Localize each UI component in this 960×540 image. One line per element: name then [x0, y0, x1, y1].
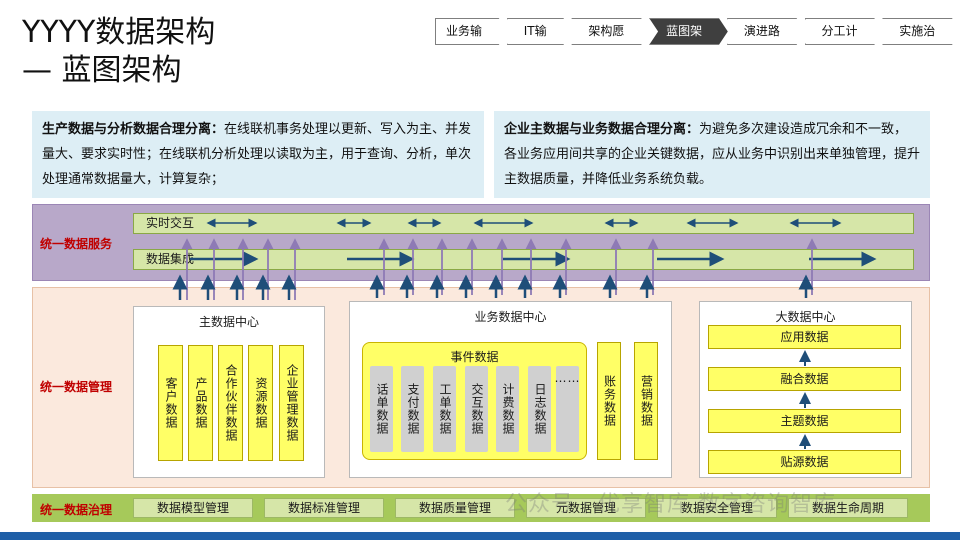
bigdata-item-subject: 主题数据 [708, 409, 901, 433]
bigdata-item-application: 应用数据 [708, 325, 901, 349]
business-item-accounting: 账务数据 [597, 342, 621, 460]
nav-step-blueprint[interactable]: 蓝图架构 [649, 18, 728, 45]
master-item-partner: 合作伙伴数据 [218, 345, 243, 461]
business-item-marketing: 营销数据 [634, 342, 658, 460]
event-item-billing: 计费数据 [496, 366, 519, 452]
event-item-log: 日志数据 [528, 366, 551, 452]
event-data-title: 事件数据 [450, 350, 499, 364]
title-line1: YYYY数据架构 [22, 15, 216, 50]
gov-item-model: 数据模型管理 [133, 498, 253, 518]
nav-step-it-input[interactable]: IT输入 [507, 18, 573, 45]
principle-left-text: 在线联机事务处理以更新、写入为主、并发量大、要求实时性；在线联机分析处理以读取为… [42, 122, 472, 187]
principle-right-text: 为避免多次建设造成冗余和不一致，各业务应用间共享的企业关键数据，应从业务中识别出… [504, 122, 921, 187]
vertical-integration-arrows [172, 274, 814, 300]
master-data-title: 主数据中心 [198, 315, 259, 329]
master-item-product: 产品数据 [188, 345, 213, 461]
management-label: 统一数据管理 [40, 380, 113, 394]
bigdata-title: 大数据中心 [775, 310, 836, 324]
service-label: 统一数据服务 [40, 237, 113, 251]
bottom-rule [0, 532, 960, 540]
principle-right-heading: 企业主数据与业务数据合理分离： [504, 122, 700, 137]
business-data-title: 业务数据中心 [474, 310, 547, 324]
principle-left: 生产数据与分析数据合理分离：在线联机事务处理以更新、写入为主、并发量大、要求实时… [32, 111, 484, 198]
master-item-resource: 资源数据 [248, 345, 273, 461]
integration-label: 数据集成 [146, 252, 195, 266]
governance-label: 统一数据治理 [40, 503, 113, 517]
nav-step-roadmap[interactable]: 演进路线 [727, 18, 806, 45]
gov-item-metadata: 元数据管理 [526, 498, 646, 518]
master-item-enterprise: 企业管理数据 [279, 345, 304, 461]
title-line2: — 蓝图架构 [22, 53, 182, 88]
vertical-up-arrows [181, 238, 818, 300]
principle-left-heading: 生产数据与分析数据合理分离： [42, 122, 225, 137]
event-item-payment: 支付数据 [401, 366, 424, 452]
gov-item-lifecycle: 数据生命周期 [788, 498, 908, 518]
gov-item-security: 数据安全管理 [657, 498, 777, 518]
event-item-workorder: 工单数据 [433, 366, 456, 452]
watermark: 公众号 · 优享智库 数字咨询智库 [505, 492, 836, 517]
principle-right: 企业主数据与业务数据合理分离：为避免多次建设造成冗余和不一致，各业务应用间共享的… [494, 111, 930, 198]
gov-item-standard: 数据标准管理 [264, 498, 384, 518]
realtime-label: 实时交互 [146, 216, 195, 230]
gov-item-quality: 数据质量管理 [395, 498, 515, 518]
page-title: YYYY数据架构 — 蓝图架构 [22, 14, 215, 90]
bigdata-item-source: 贴源数据 [708, 450, 901, 474]
nav-step-plan[interactable]: 分工计划 [805, 18, 884, 45]
event-item-more: …… [555, 366, 580, 452]
master-item-customer: 客户数据 [158, 345, 183, 461]
event-item-call: 话单数据 [370, 366, 393, 452]
event-item-interaction: 交互数据 [465, 366, 488, 452]
bigdata-item-fusion: 融合数据 [708, 367, 901, 391]
